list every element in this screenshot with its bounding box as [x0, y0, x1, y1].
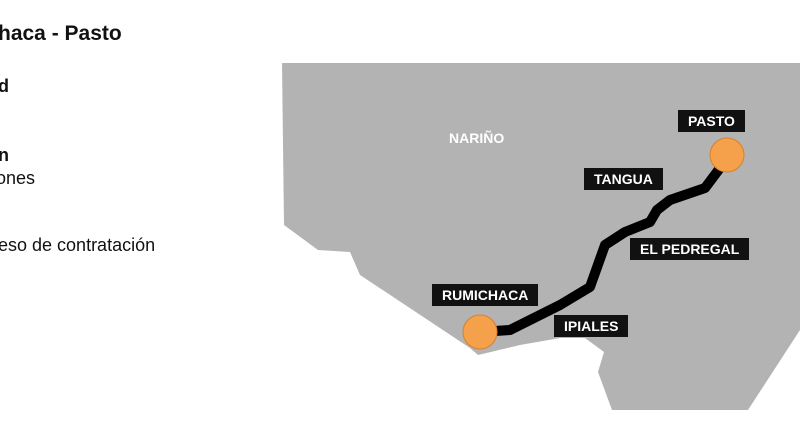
- map-land: [282, 63, 800, 410]
- route-line: [475, 163, 725, 337]
- label-rumichaca: RUMICHACA: [432, 284, 539, 306]
- text-line-2: n: [0, 145, 9, 165]
- text-line-3: ones: [0, 168, 36, 188]
- slide-title: haca - Pasto: [0, 22, 122, 45]
- label-ipiales: IPIALES: [554, 315, 629, 337]
- marker-pasto: [709, 137, 745, 173]
- text-line-4: eso de contratación: [0, 235, 156, 255]
- label-tangua: TANGUA: [584, 168, 663, 190]
- label-pasto: PASTO: [678, 110, 745, 132]
- marker-rumichaca: [462, 314, 498, 350]
- text-line-1: d: [0, 76, 9, 96]
- region-label: NARIÑO: [449, 130, 505, 146]
- label-el-pedregal: EL PEDREGAL: [630, 238, 750, 260]
